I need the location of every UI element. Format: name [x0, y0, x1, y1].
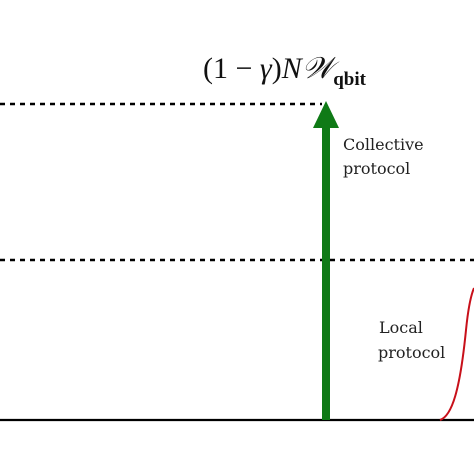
local-protocol-curve — [439, 287, 474, 421]
collective-arrow — [313, 101, 339, 420]
formula-open-paren: ( — [203, 52, 213, 85]
collective-label-line1: Collective — [343, 135, 424, 154]
collective-arrow-shaft — [322, 126, 330, 420]
local-label-line1: Local — [379, 318, 423, 337]
formula-subscript: qbit — [333, 69, 366, 90]
formula-NW: N𝒲 — [281, 52, 340, 85]
formula-gamma: γ — [260, 52, 273, 85]
formula-close-paren: ) — [272, 52, 282, 85]
formula-one-minus: 1 − — [213, 52, 260, 85]
collective-arrowhead — [313, 101, 339, 128]
local-label-line2: protocol — [378, 343, 445, 362]
collective-protocol-label: Collective protocol — [343, 135, 429, 178]
local-protocol-label: Local protocol — [378, 318, 445, 362]
energy-level-formula: (1 − γ)N𝒲qbit — [203, 52, 367, 90]
collective-label-line2: protocol — [343, 159, 410, 178]
